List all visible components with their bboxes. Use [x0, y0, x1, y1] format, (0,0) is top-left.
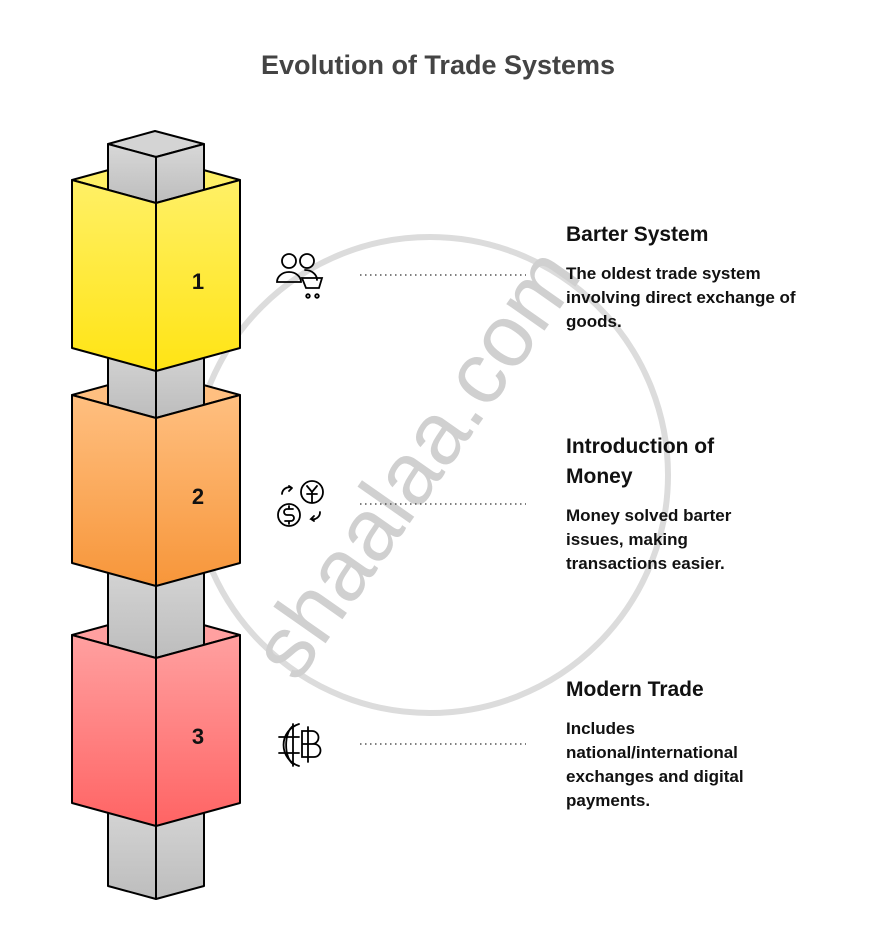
people-cart-icon: [276, 253, 324, 299]
stage-barter-system: Barter System The oldest trade system in…: [566, 220, 826, 334]
block-number: 1: [192, 269, 204, 294]
diagram-title: Evolution of Trade Systems: [260, 50, 616, 80]
stage-title: Barter System: [566, 223, 709, 246]
stage-description: Includes national/international exchange…: [566, 719, 744, 810]
block-left-face: [71, 394, 157, 587]
block-left-face: [71, 634, 157, 827]
stage-title: Introduction of Money: [566, 435, 715, 488]
stage-description: Money solved barter issues, making trans…: [566, 506, 732, 573]
block-number: 3: [192, 724, 204, 749]
stage-modern-trade: Modern Trade Includes national/internati…: [566, 675, 776, 813]
block-right-face: [155, 394, 241, 587]
block-right-face: [155, 634, 241, 827]
block-right-face: [155, 179, 241, 372]
stage-title: Modern Trade: [566, 678, 704, 701]
block-number: 2: [192, 484, 204, 509]
stage-description: The oldest trade system involving direct…: [566, 264, 796, 331]
currency-exchange-icon: [277, 480, 324, 527]
svg-text:shaalaa.com: shaalaa.com: [231, 230, 598, 696]
stage-introduction-of-money: Introduction of Money Money solved barte…: [566, 432, 766, 576]
block-left-face: [71, 179, 157, 372]
globe-baht-icon: [278, 723, 322, 767]
